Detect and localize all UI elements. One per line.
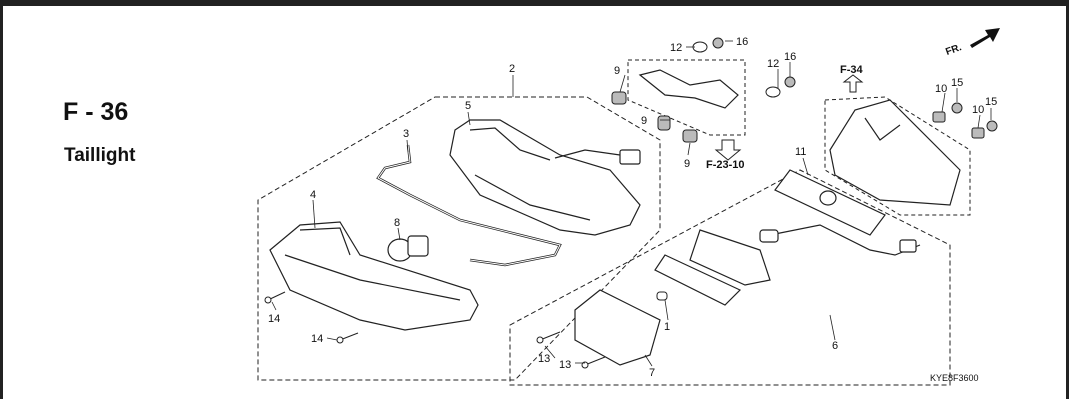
front-arrow-icon [970,28,1000,48]
fastener-parts [932,102,998,139]
callout: 14 [268,313,280,325]
callout: 12 [670,42,682,54]
callout: 16 [736,36,748,48]
callout: 5 [465,100,471,112]
ref-arrows [714,74,864,161]
callout: 9 [684,158,690,170]
direction-label: FR. [944,42,963,58]
lens-screw-parts [536,331,606,369]
callout: 4 [310,189,316,201]
callout: 3 [403,128,409,140]
callout: 14 [311,333,323,345]
diagram-code: KYE8F3600 [930,373,979,383]
callout: 12 [767,58,779,70]
callout: 8 [394,217,400,229]
callout: 6 [832,340,838,352]
callout: 13 [559,359,571,371]
callout: 10 [972,104,984,116]
callout: 15 [951,77,963,89]
callout: 2 [509,63,515,75]
ref-f-23-10[interactable]: F-23-10 [706,159,745,171]
callout: 11 [795,146,806,158]
small-bulb-part [656,291,668,301]
callout: 1 [664,321,670,333]
license-lens-part [574,289,661,366]
license-light-base [654,224,921,306]
callout: 15 [985,96,997,108]
ref-f-34[interactable]: F-34 [840,64,864,76]
outer-lens-part [269,221,479,331]
mounting-bracket [638,69,739,109]
housing-part [449,119,641,236]
callout: 7 [649,367,655,379]
assembly-outline-6 [509,169,951,386]
callout: 10 [935,83,947,95]
cover-outline-f34 [824,96,971,216]
rear-cover-part [829,99,961,206]
bulb-part [387,235,429,262]
callout: 9 [641,115,647,127]
washer-parts [692,37,796,98]
callout: 9 [614,65,620,77]
leader-lines [271,40,992,367]
callout: 16 [784,51,796,63]
bracket-outline [627,59,746,136]
callout: 13 [538,353,550,365]
grommet-parts [611,91,698,143]
callout-labels: 2 1 3 4 5 6 7 8 9 9 9 10 10 11 12 12 13 … [268,36,997,379]
section-title: Taillight [64,145,136,166]
gasket-part [774,169,886,236]
section-code: F - 36 [63,98,129,126]
